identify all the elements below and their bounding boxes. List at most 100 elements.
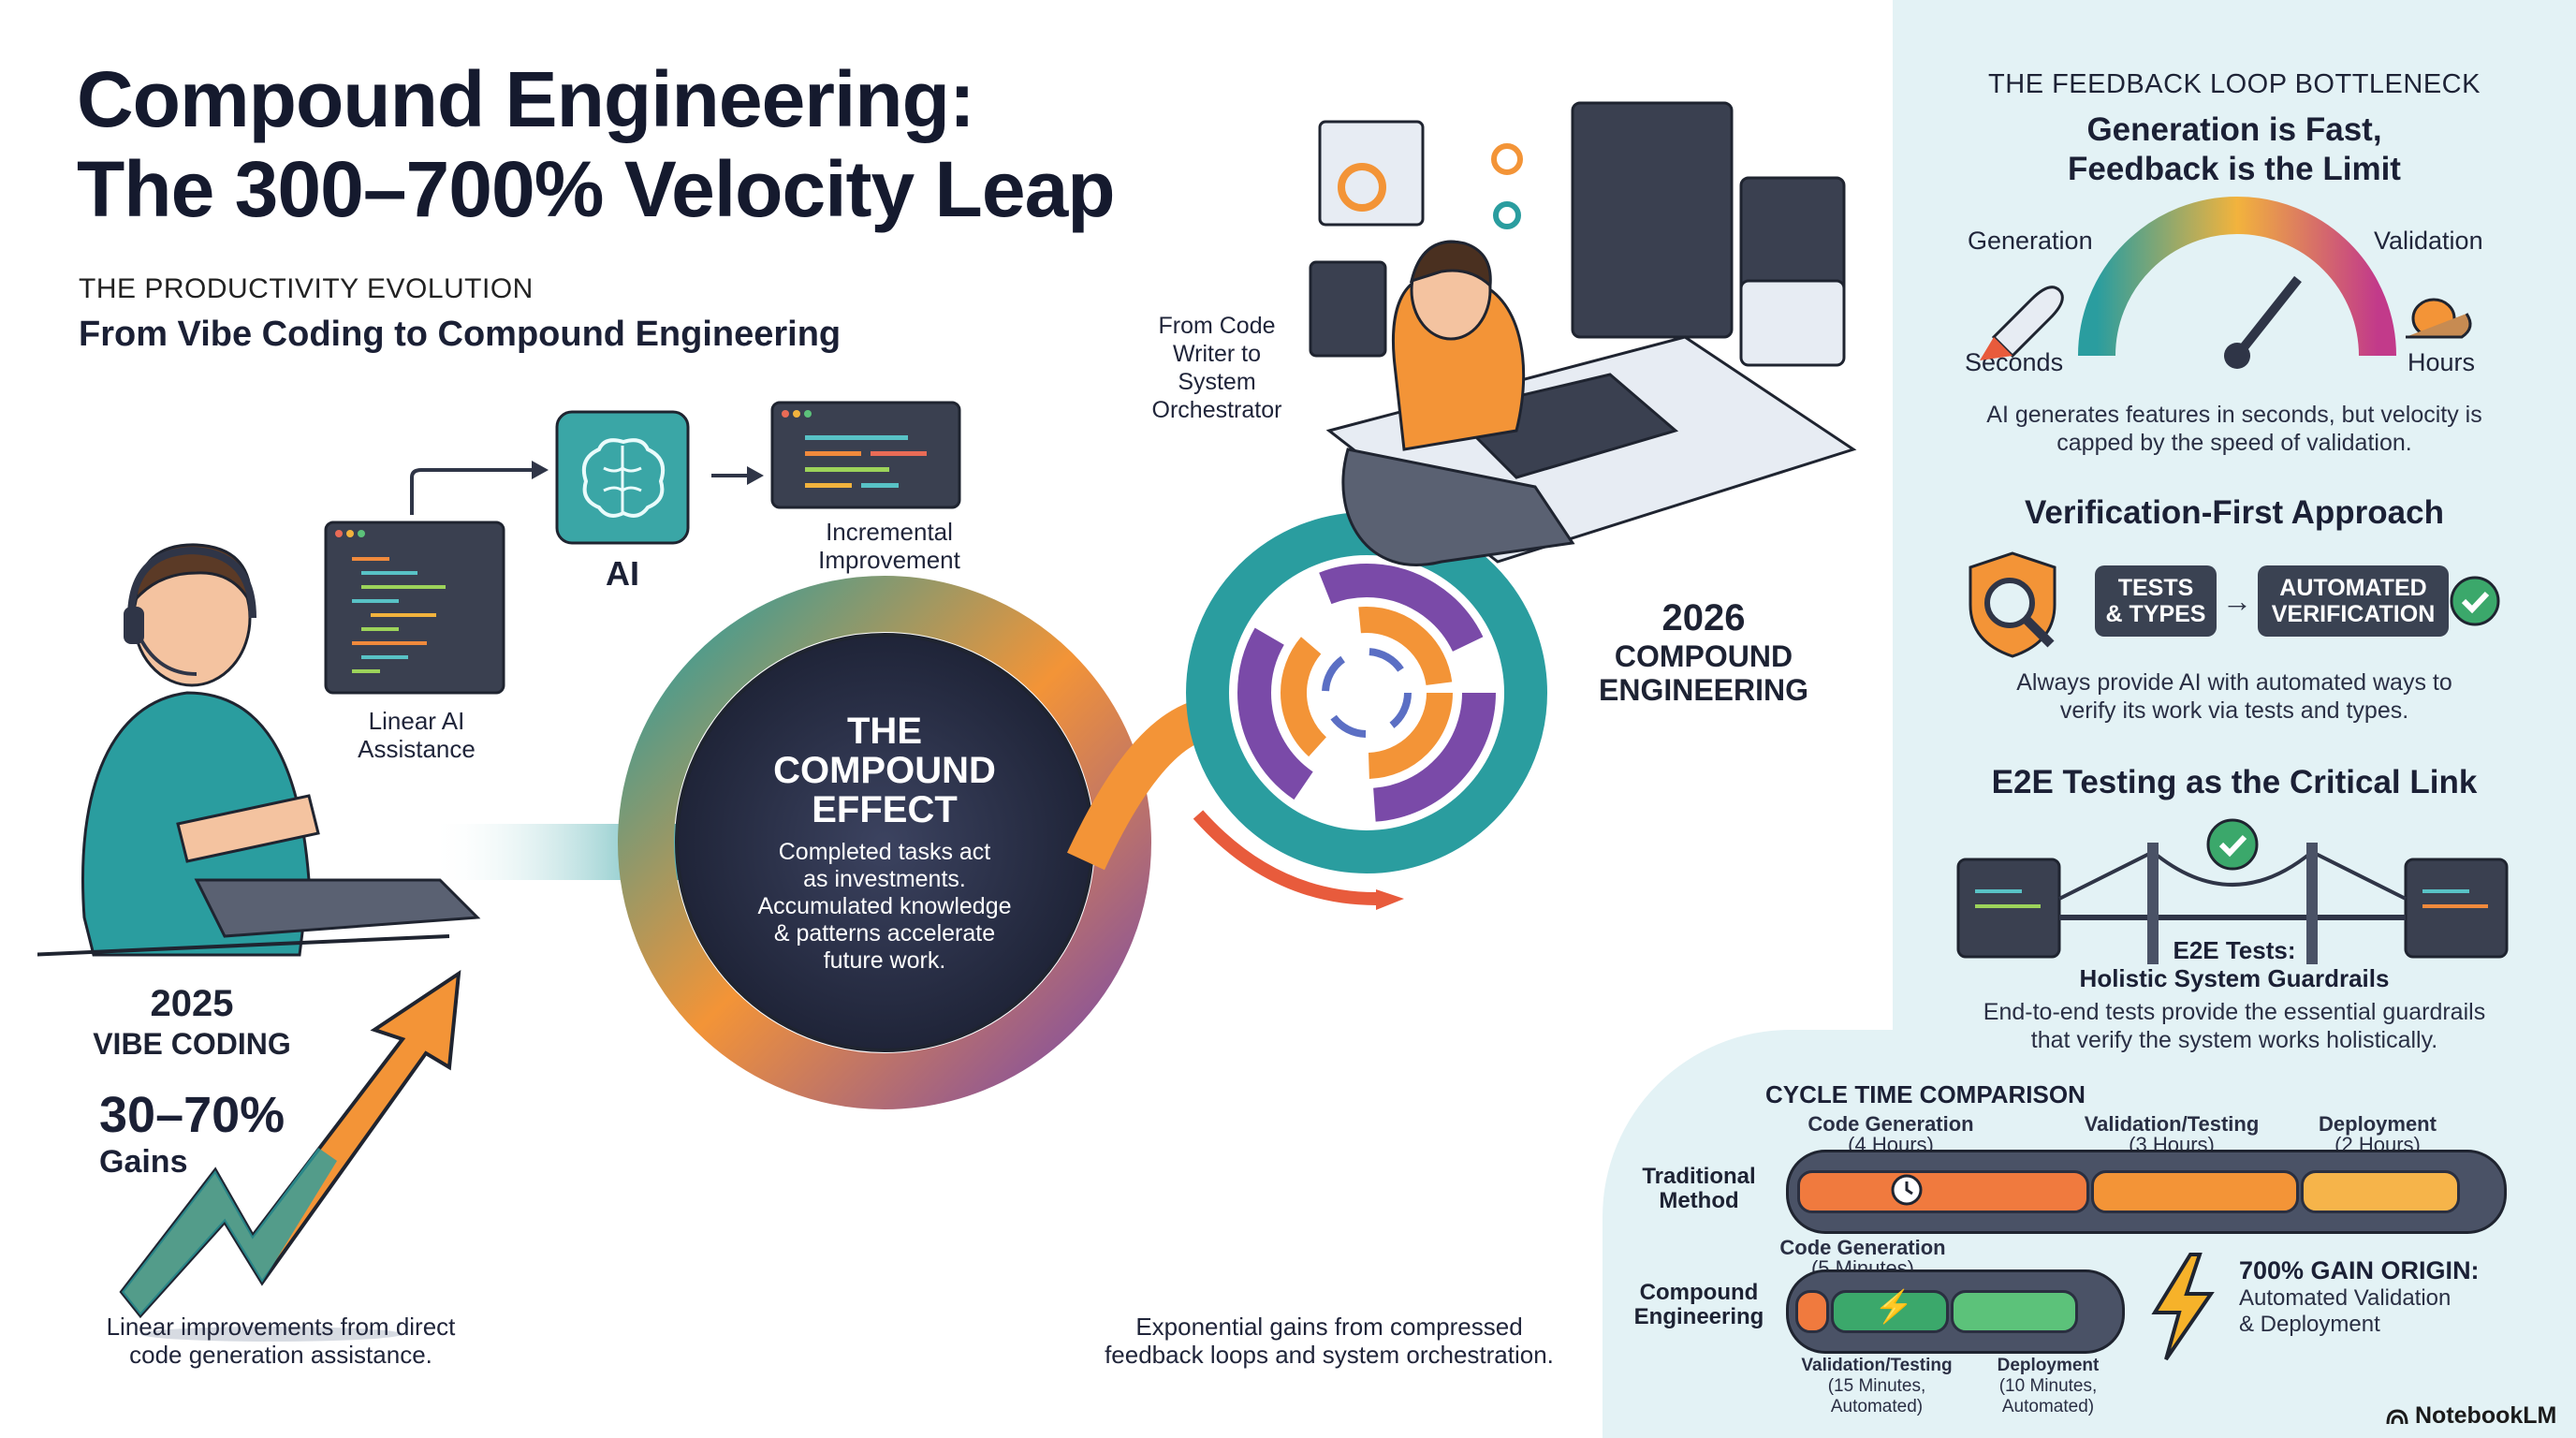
e2e-body-line-2: that verify the system works holisticall… — [2030, 1027, 2438, 1053]
stage-vibe-coding: VIBE CODING — [93, 1027, 291, 1061]
left-illustration — [37, 401, 961, 1342]
brain-icon — [555, 410, 690, 545]
trad-dep-bar — [2301, 1170, 2460, 1213]
comp-gen-name: Code Generation — [1779, 1236, 1946, 1259]
e2e-label: E2E Tests: Holistic System Guardrails — [1893, 936, 2576, 992]
brand-label: NotebookLM — [2415, 1402, 2557, 1429]
comp-dep-label: Deployment (10 Minutes, Automated) — [1983, 1356, 2114, 1417]
role-line-4: Orchestrator — [1151, 397, 1282, 423]
rocket-icon — [1980, 286, 2064, 360]
comp-gen-bar — [1795, 1290, 1829, 1333]
tests-types-box: TESTS & TYPES — [2095, 565, 2217, 637]
notebooklm-icon — [2386, 1408, 2408, 1424]
lightning-icon: ⚡ — [1874, 1289, 1914, 1325]
speed-gauge — [1980, 197, 2472, 369]
gear-icon — [1491, 143, 1523, 175]
compound-effect-text: THE COMPOUND EFFECT Completed tasks act … — [730, 712, 1039, 975]
year-2025: 2025 — [150, 983, 234, 1024]
year-2026: 2026 — [1661, 597, 1746, 638]
e2e-body-line-1: End-to-end tests provide the essential g… — [1983, 999, 2486, 1025]
feedback-head-line-1: Generation is Fast, — [2086, 111, 2382, 148]
e2e-label-line-2: Holistic System Guardrails — [2079, 964, 2390, 992]
ai-label: AI — [606, 554, 639, 593]
feedback-kicker: THE FEEDBACK LOOP BOTTLENECK — [1988, 69, 2481, 99]
feedback-body-line-1: AI generates features in seconds, but ve… — [1986, 402, 2482, 428]
trad-gen-name: Code Generation — [1808, 1112, 1974, 1136]
left-caption: Linear improvements from direct code gen… — [84, 1313, 477, 1369]
gains-label: Gains — [99, 1144, 188, 1180]
cycle-kicker: CYCLE TIME COMPARISON — [1765, 1080, 2086, 1108]
evolution-headline: From Vibe Coding to Compound Engineering — [79, 315, 842, 354]
compound-line-1: Compound — [1639, 1280, 1759, 1305]
evolution-kicker: THE PRODUCTIVITY EVOLUTION — [79, 273, 534, 304]
check-circle-icon — [2450, 576, 2500, 626]
title-line-1: Compound Engineering: — [77, 55, 975, 143]
e2e-body: End-to-end tests provide the essential g… — [1893, 998, 2576, 1054]
feedback-headline: Generation is Fast, Feedback is the Limi… — [1893, 110, 2576, 189]
code-window-icon — [324, 521, 505, 695]
automated-verification-box: AUTOMATED VERIFICATION — [2258, 565, 2449, 637]
trad-gen-bar — [1797, 1170, 2089, 1213]
compound-label: Compound Engineering — [1619, 1281, 1778, 1329]
incremental-line-1: Incremental — [826, 518, 953, 546]
center-caption-line-1: Exponential gains from compressed — [1135, 1313, 1523, 1341]
gain-origin: 700% GAIN ORIGIN: Automated Validation &… — [2239, 1256, 2567, 1338]
developer-2026-illustration — [1309, 101, 1857, 566]
verification-body-line-1: Always provide AI with automated ways to — [2016, 669, 2452, 696]
automated-line-2: VERIFICATION — [2271, 601, 2436, 627]
effect-body-line-1: Completed tasks act — [778, 839, 991, 865]
linear-ai-label: Linear AI Assistance — [346, 707, 487, 763]
feedback-body-line-2: capped by the speed of validation. — [2056, 430, 2412, 456]
comp-dep-time-2: Automated) — [2001, 1397, 2095, 1416]
comp-val-time-2: Automated) — [1830, 1397, 1924, 1416]
developer-2025-illustration — [37, 543, 481, 957]
title-line-2: The 300–700% Velocity Leap — [77, 145, 1116, 233]
verification-body-line-2: verify its work via tests and types. — [2059, 697, 2409, 724]
incremental-label: Incremental Improvement — [777, 518, 1002, 574]
traditional-line-1: Traditional — [1642, 1164, 1756, 1189]
role-line-1: From Code — [1158, 313, 1276, 339]
comp-val-bar — [1831, 1290, 1949, 1333]
center-caption: Exponential gains from compressed feedba… — [1076, 1313, 1582, 1369]
generation-label: Generation — [1968, 227, 2093, 255]
effect-title-line-3: EFFECT — [812, 789, 958, 830]
gains-value: 30–70% — [99, 1087, 285, 1143]
validation-time: Hours — [2408, 348, 2476, 376]
page-title: Compound Engineering: The 300–700% Veloc… — [77, 54, 1116, 234]
e2e-label-line-1: E2E Tests: — [2173, 936, 2296, 964]
linear-label-line-2: Assistance — [358, 735, 476, 763]
feedback-body: AI generates features in seconds, but ve… — [1893, 401, 2576, 457]
lightning-bolt-icon — [2151, 1253, 2215, 1361]
gains-block: 30–70% Gains — [99, 1086, 285, 1181]
effect-body-line-2: as investments. — [803, 866, 966, 892]
compound-effect-illustration — [431, 512, 1547, 1109]
linear-label-line-1: Linear AI — [368, 707, 465, 735]
effect-body-line-3: Accumulated knowledge — [757, 893, 1012, 919]
stage-2026: 2026 COMPOUND ENGINEERING — [1582, 597, 1825, 707]
comp-val-name: Validation/Testing — [1801, 1356, 1953, 1375]
bridge-illustration — [1956, 818, 2509, 964]
comp-val-time-1: (15 Minutes, — [1827, 1376, 1926, 1396]
gain-origin-line-1: Automated Validation — [2239, 1285, 2452, 1311]
snail-icon — [2406, 298, 2472, 339]
comp-val-label: Validation/Testing (15 Minutes, Automate… — [1788, 1356, 1966, 1417]
tests-types-line-2: & TYPES — [2105, 601, 2206, 627]
cycle-comparison-panel — [1603, 1030, 2576, 1438]
clock-icon — [1891, 1174, 1923, 1206]
gain-origin-head: 700% GAIN ORIGIN: — [2239, 1256, 2480, 1284]
automated-line-1: AUTOMATED — [2279, 575, 2427, 601]
left-caption-line-1: Linear improvements from direct — [106, 1313, 456, 1341]
check-circle-icon — [2206, 818, 2259, 871]
stage-2025: 2025 VIBE CODING — [75, 983, 309, 1062]
e2e-headline: E2E Testing as the Critical Link — [1991, 764, 2478, 800]
code-window-icon — [770, 401, 961, 509]
compound-line-2: Engineering — [1633, 1304, 1764, 1329]
traditional-label: Traditional Method — [1629, 1165, 1769, 1213]
gear-icon — [1493, 201, 1521, 229]
traditional-line-2: Method — [1659, 1188, 1739, 1213]
notebooklm-logo: NotebookLM — [2385, 1402, 2556, 1430]
role-label: From Code Writer to System Orchestrator — [1123, 312, 1310, 424]
growth-arrow-icon — [119, 969, 461, 1342]
incremental-line-2: Improvement — [818, 546, 960, 574]
stage-compound-line-1: COMPOUND — [1614, 639, 1793, 673]
